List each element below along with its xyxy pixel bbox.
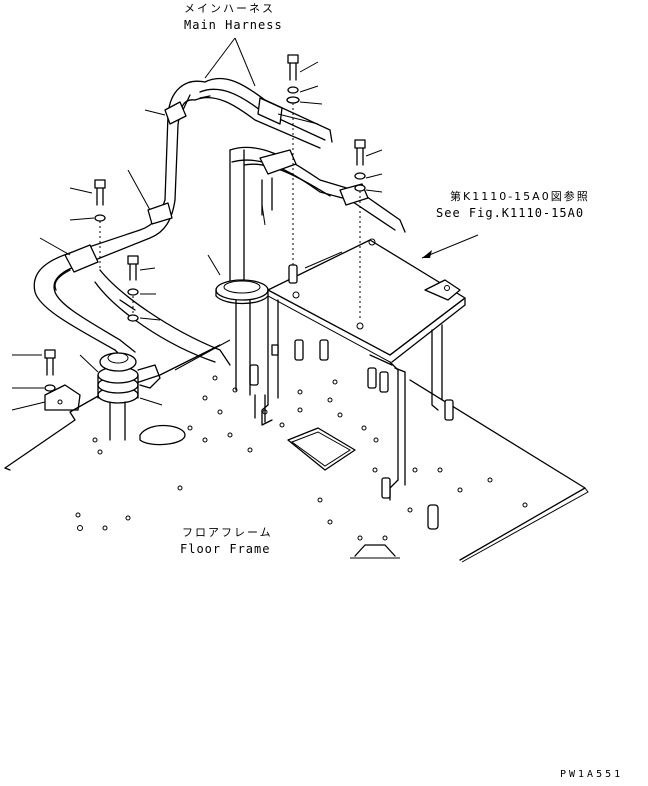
- harness-bracket: [249, 238, 466, 530]
- reference-label-jp: 第K1110-15A0図参照: [450, 190, 590, 203]
- floor-frame: [4, 344, 589, 563]
- floor-frame-label-jp: フロアフレーム: [182, 526, 273, 539]
- floor-frame-label-en: Floor Frame: [180, 542, 271, 556]
- bolts: [44, 54, 366, 392]
- main-harness-label-jp: メインハーネス: [184, 2, 275, 15]
- floor-holes: [75, 375, 528, 541]
- leader-lines: [11, 37, 479, 411]
- swivel-reel: [44, 352, 161, 441]
- drawing-code: PW1A551: [560, 769, 624, 780]
- reference-label-en: See Fig.K1110-15A0: [436, 206, 585, 220]
- main-harness: [33, 77, 406, 366]
- harness-vertical: [215, 149, 269, 423]
- main-harness-label-en: Main Harness: [184, 18, 283, 32]
